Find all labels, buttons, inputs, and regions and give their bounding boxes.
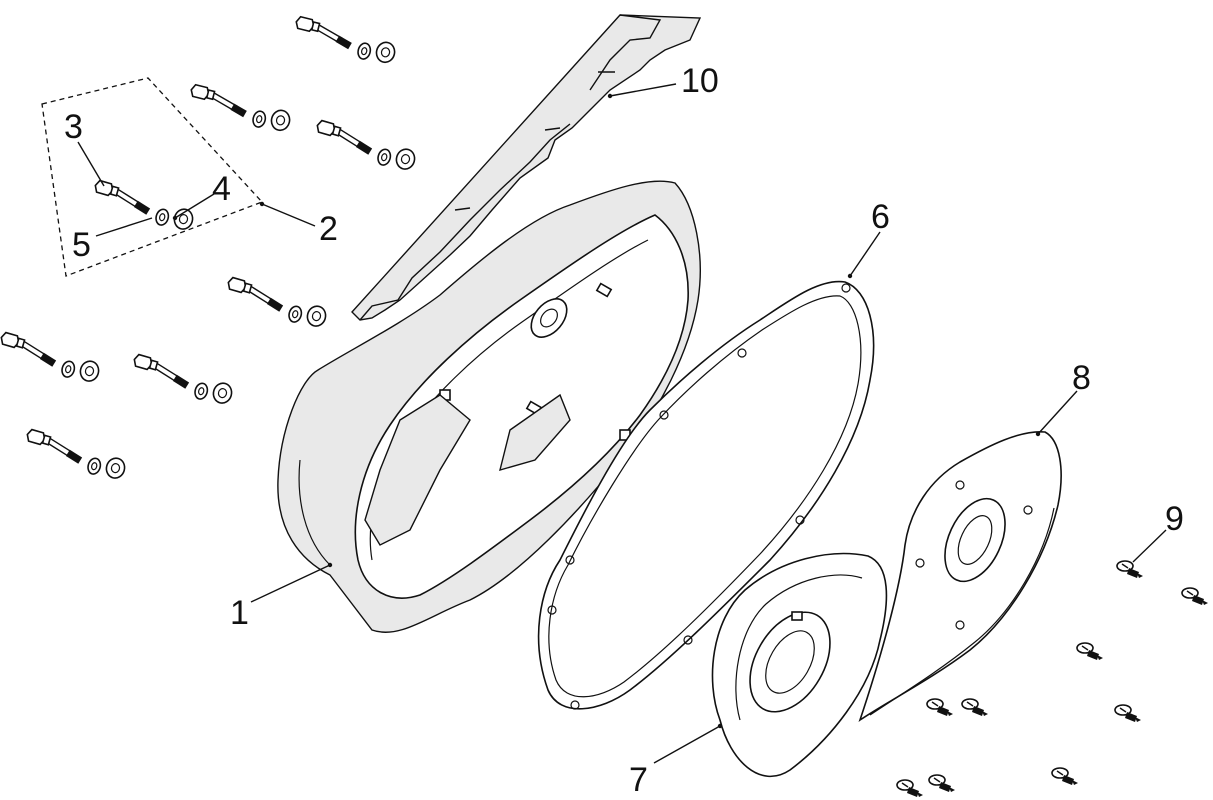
callout-5: 5 — [72, 226, 91, 264]
screw-8 — [928, 774, 956, 793]
screw-2 — [1181, 587, 1209, 606]
part-7-cover-ring — [711, 552, 888, 777]
screw-1 — [1116, 560, 1144, 579]
bolt-3 — [311, 118, 419, 174]
callout-9: 9 — [1165, 500, 1184, 538]
group-outline — [41, 77, 264, 277]
bolt-8 — [21, 427, 129, 483]
callout-2: 2 — [319, 210, 338, 248]
screw-3 — [1076, 642, 1104, 661]
part-10-strip — [351, 14, 702, 321]
bolt-1 — [290, 15, 399, 67]
part-8-backing-plate — [858, 431, 1062, 722]
part-1-cover-housing — [277, 180, 701, 633]
part-6-gasket — [537, 280, 875, 710]
callout-10: 10 — [681, 62, 719, 100]
screw-7 — [896, 779, 924, 798]
callout-7: 7 — [629, 761, 648, 799]
bolt-7 — [128, 352, 236, 408]
screw-4 — [1114, 704, 1142, 723]
callout-6: 6 — [871, 198, 890, 236]
bolt-2 — [185, 83, 294, 135]
screw-9 — [1051, 767, 1079, 786]
screw-5 — [926, 698, 954, 717]
bolt-4 — [89, 178, 197, 234]
callout-labels: 1 2 3 4 5 6 7 8 9 10 — [64, 62, 1184, 799]
bolt-5 — [222, 275, 330, 331]
screw-6 — [961, 698, 989, 717]
callout-4: 4 — [212, 170, 231, 208]
callout-3: 3 — [64, 108, 83, 146]
callout-1: 1 — [230, 594, 249, 632]
callout-8: 8 — [1072, 359, 1091, 397]
bolt-6 — [0, 330, 103, 386]
leader-lines — [77, 83, 1167, 764]
